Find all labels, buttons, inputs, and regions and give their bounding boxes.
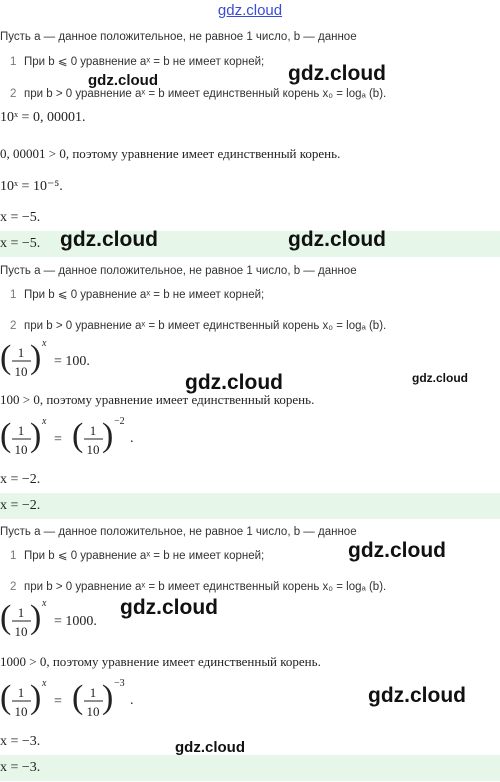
right-paren: ) (30, 339, 41, 376)
svg-text:1: 1 (18, 685, 25, 700)
svg-text:): ) (30, 417, 41, 454)
svg-text:10: 10 (15, 624, 28, 639)
left-paren: ( (0, 339, 11, 376)
svg-text:): ) (102, 417, 113, 454)
task1-result: x = −5. (0, 210, 41, 225)
svg-text:): ) (30, 599, 41, 636)
svg-text:(: ( (72, 417, 83, 454)
watermark: gdz.cloud (412, 371, 468, 385)
svg-text:1: 1 (90, 685, 97, 700)
watermark: gdz.cloud (348, 539, 446, 562)
exponent-x: x (41, 338, 47, 349)
task2-result: x = −2. (0, 472, 41, 487)
site-header-link[interactable]: gdz.cloud (217, 2, 283, 19)
task2-reason: 100 > 0, поэтому уравнение имеет единств… (0, 392, 315, 407)
svg-text:.: . (130, 431, 134, 446)
svg-text:.: . (130, 693, 134, 708)
svg-text:(: ( (0, 417, 11, 454)
answer-band (0, 231, 500, 257)
svg-text:1: 1 (90, 423, 97, 438)
svg-text:x: x (41, 678, 47, 689)
svg-text:x: x (41, 598, 47, 609)
task2-equation: ( 1 10 ) x = 100. (0, 338, 90, 379)
task2-answer: x = −2. (0, 498, 41, 513)
watermark: gdz.cloud (88, 72, 158, 89)
watermark: gdz.cloud (60, 228, 158, 251)
exponent: −3 (114, 678, 125, 689)
exponent: −2 (114, 416, 125, 427)
task3-result: x = −3. (0, 734, 41, 749)
answer-band (0, 493, 500, 519)
theory-intro: Пусть a — данное положительное, не равно… (0, 31, 357, 43)
task1-reason: 0, 00001 > 0, поэтому уравнение имеет ед… (0, 146, 341, 161)
watermark: gdz.cloud (175, 739, 245, 756)
watermark: gdz.cloud (288, 228, 386, 251)
svg-text:(: ( (0, 679, 11, 716)
svg-text:10: 10 (15, 704, 28, 719)
task3-step: ( 1 10 ) x = ( 1 10 ) −3 . (0, 678, 134, 719)
task3-reason: 1000 > 0, поэтому уравнение имеет единст… (0, 654, 321, 669)
theory-intro: Пусть a — данное положительное, не равно… (0, 526, 357, 538)
svg-text:=: = (54, 432, 62, 447)
task1-step: 10ˣ = 10⁻⁵. (0, 179, 63, 194)
svg-text:): ) (102, 679, 113, 716)
svg-text:1: 1 (18, 605, 25, 620)
watermark: gdz.cloud (185, 371, 283, 394)
svg-text:=: = (54, 694, 62, 709)
svg-text:10: 10 (87, 442, 100, 457)
task2-step: ( 1 10 ) x = ( 1 10 ) −2 . (0, 416, 134, 457)
task1-equation: 10ˣ = 0, 00001. (0, 110, 86, 125)
watermark: gdz.cloud (288, 62, 386, 85)
task3-rhs: = 1000. (54, 614, 97, 629)
answer-band (0, 755, 500, 781)
svg-text:10: 10 (87, 704, 100, 719)
task3-answer: x = −3. (0, 760, 41, 775)
svg-text:1: 1 (18, 423, 25, 438)
task3-equation: ( 1 10 ) x = 1000. (0, 598, 97, 639)
svg-text:): ) (30, 679, 41, 716)
fraction-denominator: 10 (15, 364, 28, 379)
task2-rhs: = 100. (54, 354, 90, 369)
fraction-numerator: 1 (18, 345, 25, 360)
svg-text:10: 10 (15, 442, 28, 457)
watermark: gdz.cloud (120, 596, 218, 619)
task1-answer: x = −5. (0, 236, 41, 251)
svg-text:(: ( (0, 599, 11, 636)
watermark: gdz.cloud (368, 684, 466, 707)
svg-text:x: x (41, 416, 47, 427)
theory-intro: Пусть a — данное положительное, не равно… (0, 265, 357, 277)
svg-text:(: ( (72, 679, 83, 716)
